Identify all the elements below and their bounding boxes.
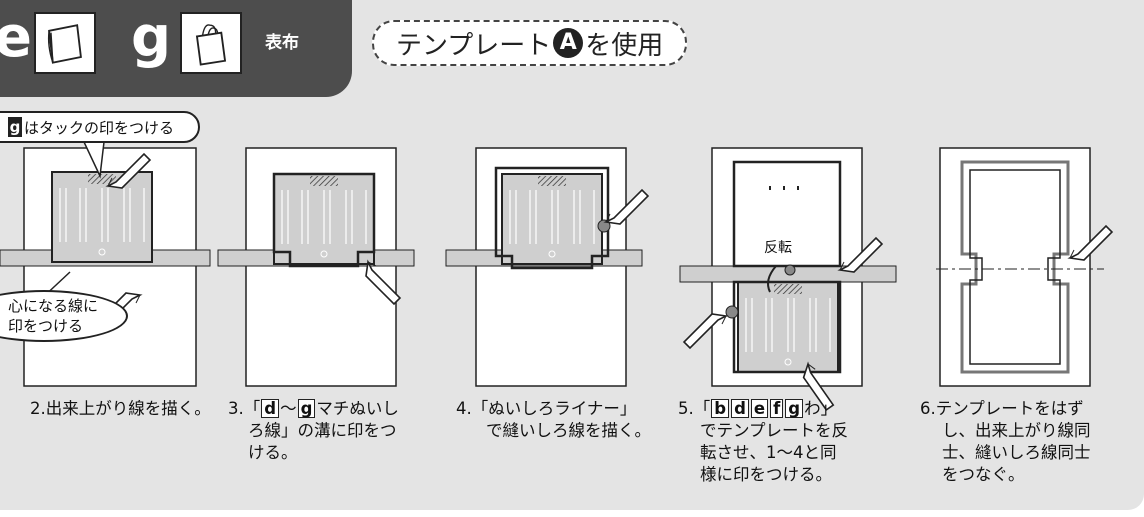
letter-e: e — [0, 5, 32, 70]
step5-diagram — [936, 147, 1113, 387]
step-caption-4: 4.「ぬいしろライナー」 で縫いしろ線を描く。 — [456, 399, 651, 440]
template-badge: A — [553, 28, 584, 58]
step4-diagram: 反転 — [679, 147, 897, 412]
center-line-callout: 心になる線に 印をつける — [0, 290, 128, 342]
header-tab: e g 表布 — [0, 0, 352, 97]
template-note: テンプレート A を使用 — [372, 20, 688, 66]
step-caption-2: 2.出来上がり線を描く。 — [30, 399, 211, 418]
reverse-arrow-icon — [767, 265, 777, 293]
tack-text: はタックの印をつける — [24, 118, 175, 137]
reverse-label: 反転 — [764, 240, 792, 256]
center-line2: 印をつける — [8, 317, 84, 335]
step2-diagram — [217, 147, 415, 387]
tack-letter: g — [8, 117, 22, 137]
step1-diagram — [0, 141, 211, 387]
fabric-label: 表布 — [265, 33, 299, 53]
step3-diagram — [445, 147, 649, 387]
template-text-after: を使用 — [585, 30, 664, 61]
tack-callout: g はタックの印をつける — [0, 111, 200, 143]
template-text-before: テンプレート — [396, 30, 552, 61]
step-caption-6: 6.テンプレートをはず し、出来上がり線同 士、縫いしろ線同士 をつなぐ。 — [920, 399, 1091, 484]
center-line1: 心になる線に — [8, 297, 99, 315]
letter-g: g — [130, 5, 172, 70]
tote-bag-icon — [180, 12, 242, 74]
notebook-icon — [34, 12, 96, 74]
